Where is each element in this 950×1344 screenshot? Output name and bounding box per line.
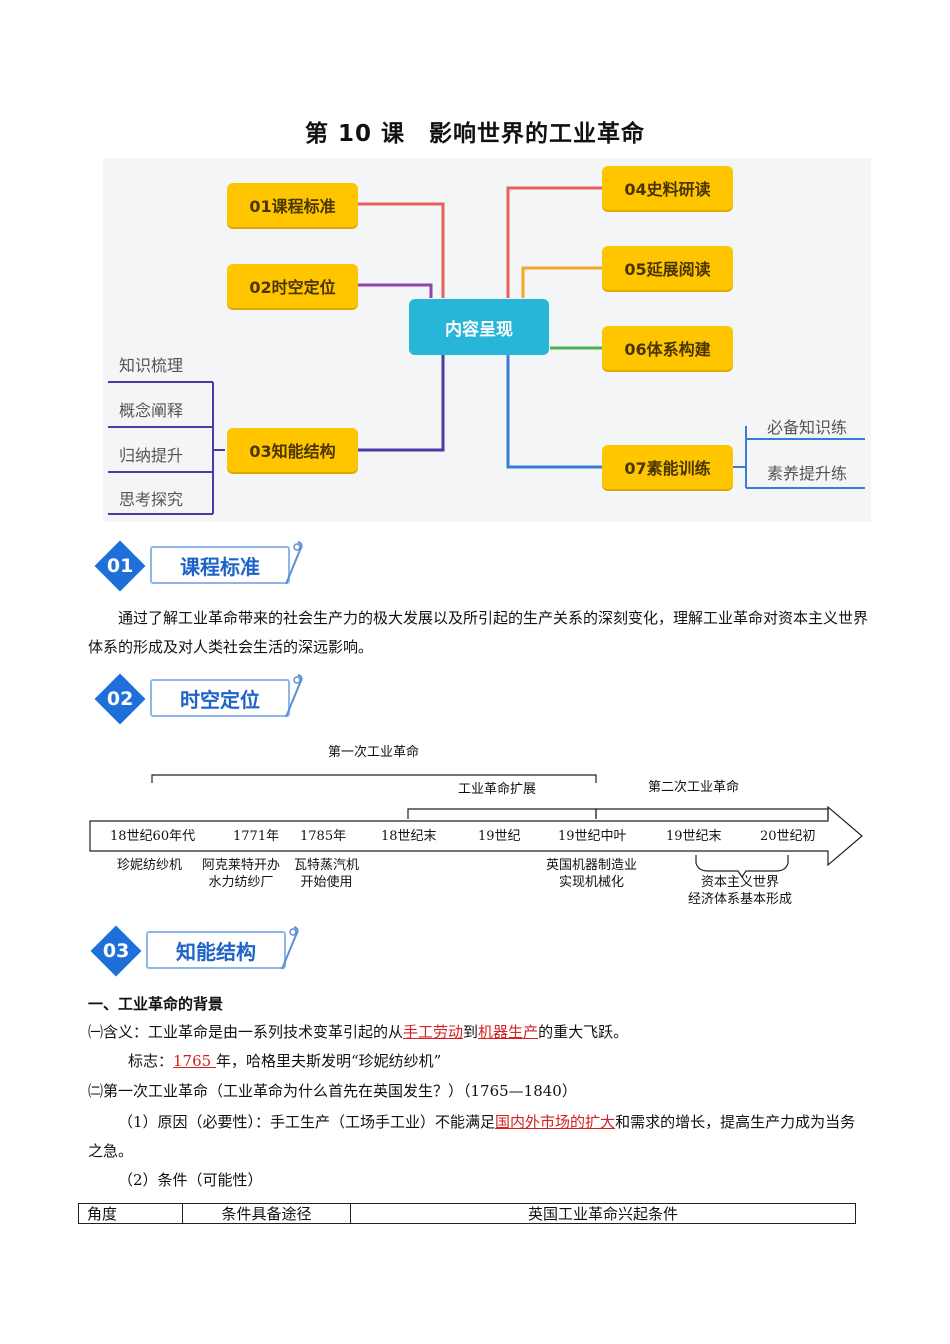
- brace-bottom: [695, 855, 789, 879]
- section-badge-01: 01 课程标准: [94, 540, 316, 592]
- leaf-knowledge-sort: 知识梳理: [119, 356, 184, 375]
- timeline-arrow: [89, 774, 863, 879]
- event-label: 资本主义世界经济体系基本形成: [688, 875, 793, 907]
- conditions-table: 角度 条件具备途径 英国工业革命兴起条件: [78, 1203, 856, 1224]
- table-header-cell: 角度: [78, 1203, 183, 1224]
- tick-label: 19世纪末: [666, 829, 722, 844]
- event-label: 瓦特蒸汽机开始使用: [294, 858, 360, 890]
- brace-expansion: [407, 808, 597, 819]
- table-header-cell: 英国工业革命兴起条件: [350, 1203, 856, 1224]
- tick-label: 1785年: [300, 829, 347, 844]
- leaf-inquiry: 思考探究: [119, 490, 184, 509]
- condition-line: （2）条件（可能性）: [118, 1171, 263, 1189]
- section-label: 课程标准: [150, 546, 290, 584]
- node-time-space: 02时空定位: [227, 264, 358, 308]
- table-header-cell: 条件具备途径: [182, 1203, 351, 1224]
- label-expansion: 工业革命扩展: [458, 782, 537, 797]
- section-number: 02: [106, 687, 134, 710]
- leaf-concept: 概念阐释: [119, 401, 184, 420]
- mind-map-connectors: [108, 186, 865, 515]
- table-row: 角度 条件具备途径 英国工业革命兴起条件: [78, 1203, 856, 1224]
- section-label: 知能结构: [146, 931, 286, 969]
- node-curriculum: 01课程标准: [227, 183, 358, 227]
- node-training: 07素能训练: [602, 445, 733, 489]
- tick-label: 20世纪初: [760, 829, 816, 844]
- event-label: 珍妮纺纱机: [117, 858, 183, 873]
- node-reading: 05延展阅读: [602, 246, 733, 290]
- section-badge-02: 02 时空定位: [94, 673, 316, 725]
- reason-paragraph: （1）原因（必要性）：手工生产（工场手工业）不能满足国内外市场的扩大和需求的增长…: [88, 1113, 856, 1160]
- timeline: 第一次工业革命 工业革命扩展 第二次工业革命 18世纪60年代 1771年 17…: [88, 735, 868, 915]
- node-sources: 04史料研读: [602, 166, 733, 210]
- section-badge-03: 03 知能结构: [90, 925, 312, 977]
- page-title: 第 10 课 影响世界的工业革命: [304, 121, 646, 147]
- node-knowledge: 03知能结构: [227, 428, 358, 472]
- event-label: 阿克莱特开办水力纺纱厂: [202, 858, 281, 890]
- definition-line: ㈠含义：工业革命是由一系列技术变革引起的从手工劳动到机器生产的重大飞跃。: [88, 1023, 629, 1041]
- pen-decoration-icon: [285, 541, 303, 585]
- label-second-revolution: 第二次工业革命: [648, 780, 740, 795]
- heading-background: 一、工业革命的背景: [88, 995, 224, 1013]
- tick-label: 19世纪中叶: [558, 829, 627, 844]
- curriculum-standard-text: 通过了解工业革命带来的社会生产力的极大发展以及所引起的生产关系的深刻变化，理解工…: [88, 609, 869, 656]
- tick-label: 19世纪: [478, 829, 521, 844]
- tick-label: 18世纪60年代: [110, 829, 196, 844]
- section-number: 01: [106, 554, 134, 577]
- tick-label: 18世纪末: [381, 829, 437, 844]
- leaf-basic-practice: 必备知识练: [767, 418, 848, 437]
- node-center: 内容呈现: [409, 299, 549, 355]
- section-label: 时空定位: [150, 679, 290, 717]
- first-revolution-line: ㈡第一次工业革命（工业革命为什么首先在英国发生？）（1765—1840）: [88, 1082, 577, 1100]
- mind-map: 01课程标准 02时空定位 03知能结构 04史料研读 05延展阅读 06体系构…: [103, 158, 871, 522]
- brace-first-revolution: [151, 774, 597, 783]
- marker-line: 标志：1765 年，哈格里夫斯发明“珍妮纺纱机”: [128, 1052, 442, 1070]
- brace-second-revolution: [595, 808, 829, 819]
- tick-label: 1771年: [233, 829, 280, 844]
- leaf-summary: 归纳提升: [119, 446, 184, 465]
- leaf-advanced-practice: 素养提升练: [767, 464, 848, 483]
- event-label: 英国机器制造业实现机械化: [546, 858, 638, 890]
- node-system: 06体系构建: [602, 326, 733, 370]
- pen-decoration-icon: [285, 674, 303, 718]
- section-number: 03: [102, 939, 130, 962]
- label-first-revolution: 第一次工业革命: [328, 745, 420, 760]
- pen-decoration-icon: [281, 926, 299, 970]
